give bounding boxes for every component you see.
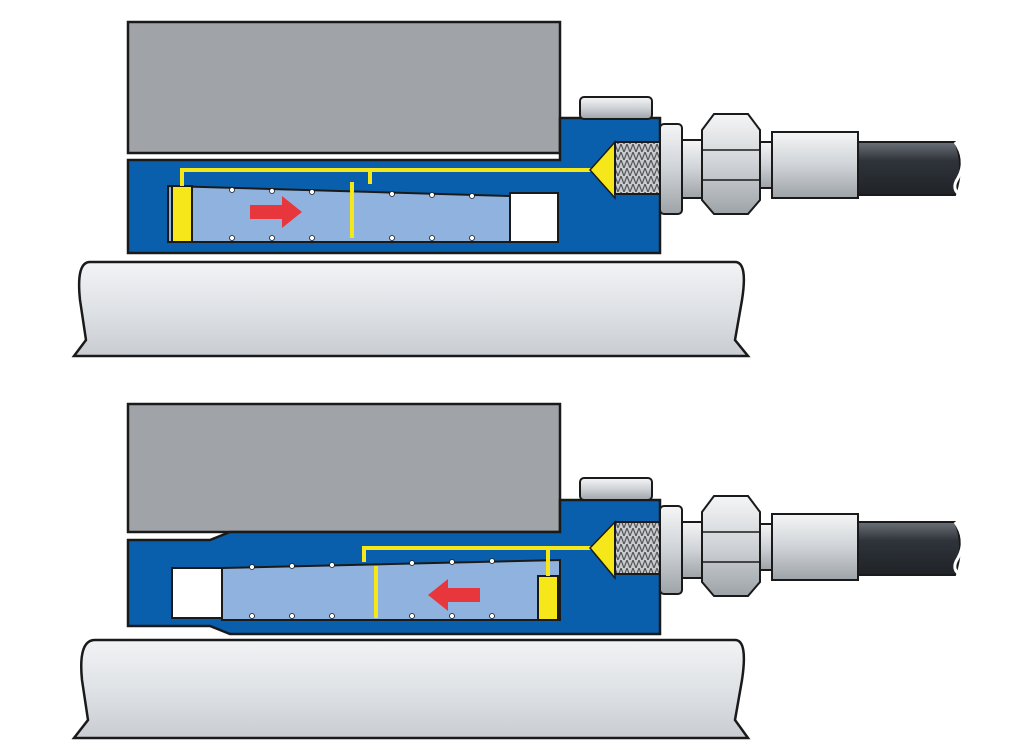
threaded-port: [614, 141, 661, 195]
hub-block: [126, 20, 562, 155]
hydraulic-hose-icon: [857, 141, 961, 196]
bleed-plug: [579, 477, 653, 501]
oil-chamber: [221, 558, 561, 621]
shaft: [71, 260, 751, 358]
hex-nut-fitting-icon: [659, 113, 859, 215]
end-cavity: [171, 567, 223, 619]
oil-channel: [362, 546, 600, 618]
oil-chamber: [167, 184, 511, 243]
oil-channel: [180, 168, 600, 238]
end-cavity: [509, 192, 559, 243]
hex-nut-fitting-icon: [659, 495, 859, 597]
hose-end-curl: [953, 141, 964, 198]
direction-arrow-icon: [250, 196, 302, 228]
hose-end-curl: [953, 521, 964, 578]
bottom-panel: [71, 402, 964, 740]
bleed-plug: [579, 96, 653, 120]
shaft: [71, 638, 751, 740]
top-panel: [71, 20, 964, 358]
direction-arrow-icon: [428, 579, 480, 611]
hydraulic-hose-icon: [857, 521, 961, 576]
piston: [537, 575, 559, 621]
chamber-dots: [249, 558, 495, 619]
piston: [171, 185, 193, 243]
hub-block: [126, 402, 562, 534]
chamber-dots: [229, 187, 475, 241]
threaded-port: [614, 521, 661, 575]
